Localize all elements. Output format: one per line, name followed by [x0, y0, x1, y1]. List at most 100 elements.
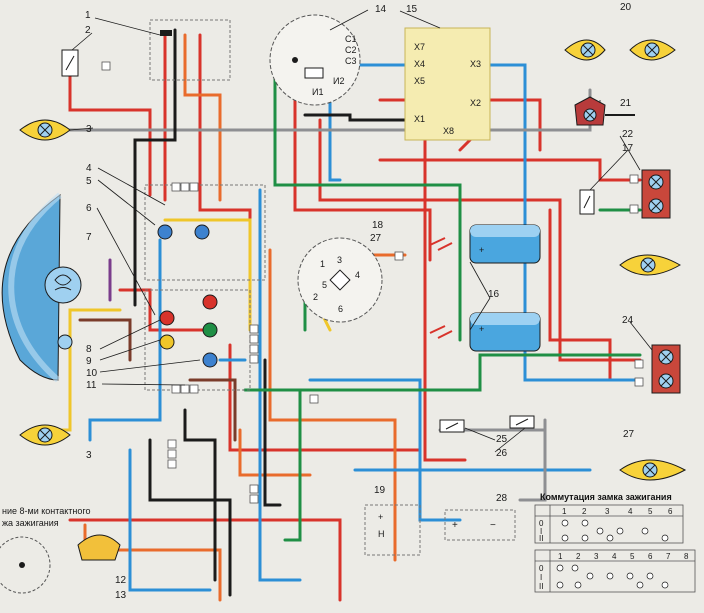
- callout-3-top: 3: [86, 124, 92, 135]
- pin-x3: X3: [470, 59, 481, 69]
- upper-col-1: 1: [562, 507, 567, 516]
- regulator-plus: +: [378, 512, 383, 522]
- pin-x4: X4: [414, 59, 425, 69]
- turn-lamp-block-22: [641, 169, 671, 219]
- callout-1: 1: [85, 10, 91, 21]
- lower-col-2: 2: [576, 552, 581, 561]
- lower-col-3: 3: [594, 552, 599, 561]
- upper-col-6: 6: [668, 507, 673, 516]
- regulator-h: H: [378, 529, 385, 539]
- upper-row-0: 0: [539, 519, 544, 528]
- switch-pin-numbers: 1 2 3 4 5 6 H + + +: [313, 245, 484, 539]
- left-note-line-2: жа зажигания: [2, 518, 59, 528]
- callout-26: 26: [496, 448, 508, 459]
- headlight-bulb-7: [44, 266, 82, 304]
- upper-col-5: 5: [648, 507, 653, 516]
- switch-pin-4: 4: [355, 270, 360, 280]
- lower-col-4: 4: [612, 552, 617, 561]
- coil-plus-bottom: +: [479, 324, 484, 334]
- ignition-table-grid: [534, 504, 696, 593]
- switch-pin-3: 3: [337, 255, 342, 265]
- callout-5: 5: [86, 176, 92, 187]
- right-lamp-20-right: [629, 39, 676, 61]
- battery-28: [444, 509, 516, 541]
- callout-17: 17: [622, 143, 634, 154]
- callout-7: 7: [86, 232, 92, 243]
- left-lamp-top-3: [19, 119, 71, 141]
- callout-20: 20: [620, 2, 632, 13]
- callout-11: 11: [86, 380, 97, 391]
- callout-12: 12: [115, 575, 127, 586]
- indicator-lamps: [57, 224, 218, 368]
- callout-18: 18: [372, 220, 384, 231]
- fuse-2: [61, 49, 79, 77]
- ignition-table-title: Коммутация замка зажигания: [540, 492, 672, 502]
- pin-c1: C1: [345, 34, 357, 44]
- callout-4: 4: [86, 163, 92, 174]
- left-lamp-bottom-3: [19, 424, 71, 446]
- callout-numbers: 1 2 3 4 5 6 7 8 9 10 11 3 12 13 14 15 16…: [85, 2, 635, 601]
- lower-col-8: 8: [684, 552, 689, 561]
- pin-x2: X2: [470, 98, 481, 108]
- ignition-table-upper-header: 1 2 3 4 5 6 0 I II: [539, 507, 673, 543]
- callout-28: 28: [496, 493, 508, 504]
- callout-8: 8: [86, 344, 92, 355]
- battery-plus: +: [452, 520, 458, 531]
- callout-24: 24: [622, 315, 634, 326]
- pin-x7: X7: [414, 42, 425, 52]
- lower-row-2: II: [539, 582, 543, 591]
- switch-pin-5: 5: [322, 280, 327, 290]
- callout-10: 10: [86, 368, 98, 379]
- callout-9: 9: [86, 356, 92, 367]
- regulator-19: [364, 504, 421, 556]
- callout-27-right: 27: [623, 429, 635, 440]
- callout-6: 6: [86, 203, 92, 214]
- callout-15: 15: [406, 4, 418, 15]
- upper-row-2: II: [539, 534, 543, 543]
- turn-lamp-block-24: [651, 344, 681, 394]
- stop-lamp-21: [574, 96, 635, 126]
- horn-12: [77, 534, 121, 561]
- lower-col-6: 6: [648, 552, 653, 561]
- callout-27-center: 27: [370, 233, 382, 244]
- lower-col-5: 5: [630, 552, 635, 561]
- switch-pin-6: 6: [338, 304, 343, 314]
- lower-col-1: 1: [558, 552, 563, 561]
- upper-col-2: 2: [582, 507, 587, 516]
- ignition-coil-top-16: [429, 224, 541, 264]
- pin-c3: C3: [345, 56, 357, 66]
- pin-x1: X1: [414, 114, 425, 124]
- switch-17: [579, 189, 595, 215]
- callout-14: 14: [375, 4, 387, 15]
- battery-minus: −: [490, 520, 496, 531]
- ignition-lock-sketch: [0, 536, 51, 594]
- right-lamp-20-left: [564, 39, 606, 61]
- connector-blocks: [101, 61, 644, 504]
- control-module-15: [404, 27, 491, 141]
- pin-i1: И1: [312, 87, 323, 97]
- callout-22: 22: [622, 129, 634, 140]
- distributor-labels: C1 C2 C3 И1 И2: [312, 34, 357, 97]
- module-15-pins: X7 X4 X5 X1 X3 X2 X8: [414, 42, 481, 136]
- ignition-table-lower-header: 1 2 3 4 5 6 7 8 0 I II: [539, 552, 689, 591]
- callout-2: 2: [85, 25, 91, 36]
- left-note-line-1: ние 8-ми контактного: [2, 506, 91, 516]
- callout-25: 25: [496, 434, 508, 445]
- ignition-coil-bottom-16: [429, 312, 541, 352]
- switch-pin-1: 1: [320, 259, 325, 269]
- lower-col-7: 7: [666, 552, 671, 561]
- coil-plus-top: +: [479, 245, 484, 255]
- switch-26: [509, 415, 535, 429]
- right-lamp-27: [619, 459, 687, 481]
- distributor-14: [269, 14, 361, 106]
- switch-pin-2: 2: [313, 292, 318, 302]
- relay-box-1: [149, 19, 231, 81]
- upper-col-3: 3: [605, 507, 610, 516]
- upper-row-1: I: [540, 527, 542, 536]
- ignition-table-contacts: [556, 519, 669, 589]
- callout-19: 19: [374, 485, 386, 496]
- right-lamp-middle: [619, 254, 682, 276]
- callout-13: 13: [115, 590, 127, 601]
